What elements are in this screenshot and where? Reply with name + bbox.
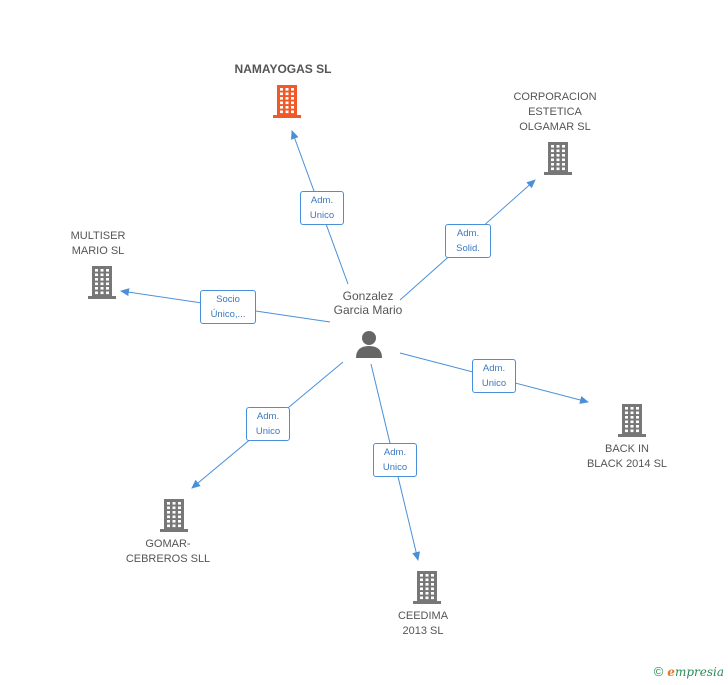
person-icon[interactable] (354, 330, 384, 363)
empresia-logo: empresia (667, 665, 724, 679)
company-gomar-label[interactable]: GOMAR- CEBREROS SLL (125, 538, 211, 565)
company-multiser-label[interactable]: MULTISER MARIO SL (70, 230, 126, 257)
company-corporacion-building-icon[interactable] (542, 141, 574, 180)
company-backin-label[interactable]: BACK IN BLACK 2014 SL (586, 443, 668, 470)
company-corporacion-label[interactable]: CORPORACION ESTETICA OLGAMAR SL (513, 91, 597, 133)
company-backin-building-icon[interactable] (616, 403, 648, 442)
edge-role-label-ceedima[interactable]: Adm. Unico (373, 443, 417, 477)
edge-role-label-gomar[interactable]: Adm. Unico (246, 407, 290, 441)
center-person-name[interactable]: Gonzalez Garcia Mario (333, 289, 403, 317)
copyright-symbol: © (653, 664, 664, 679)
company-gomar-building-icon[interactable] (158, 498, 190, 537)
edge-role-label-multiser[interactable]: Socio Único,... (200, 290, 256, 324)
company-multiser-building-icon[interactable] (86, 265, 118, 304)
edge-role-label-corporacion[interactable]: Adm. Solid. (445, 224, 491, 258)
company-namayogas-building-icon[interactable] (271, 84, 303, 123)
company-ceedima-building-icon[interactable] (411, 570, 443, 609)
edge-role-label-namayogas[interactable]: Adm. Unico (300, 191, 344, 225)
edge-role-label-backin[interactable]: Adm. Unico (472, 359, 516, 393)
footer-brand: ©empresia (654, 664, 724, 679)
company-ceedima-label[interactable]: CEEDIMA 2013 SL (397, 610, 449, 637)
company-namayogas-label[interactable]: NAMAYOGAS SL (234, 62, 332, 76)
